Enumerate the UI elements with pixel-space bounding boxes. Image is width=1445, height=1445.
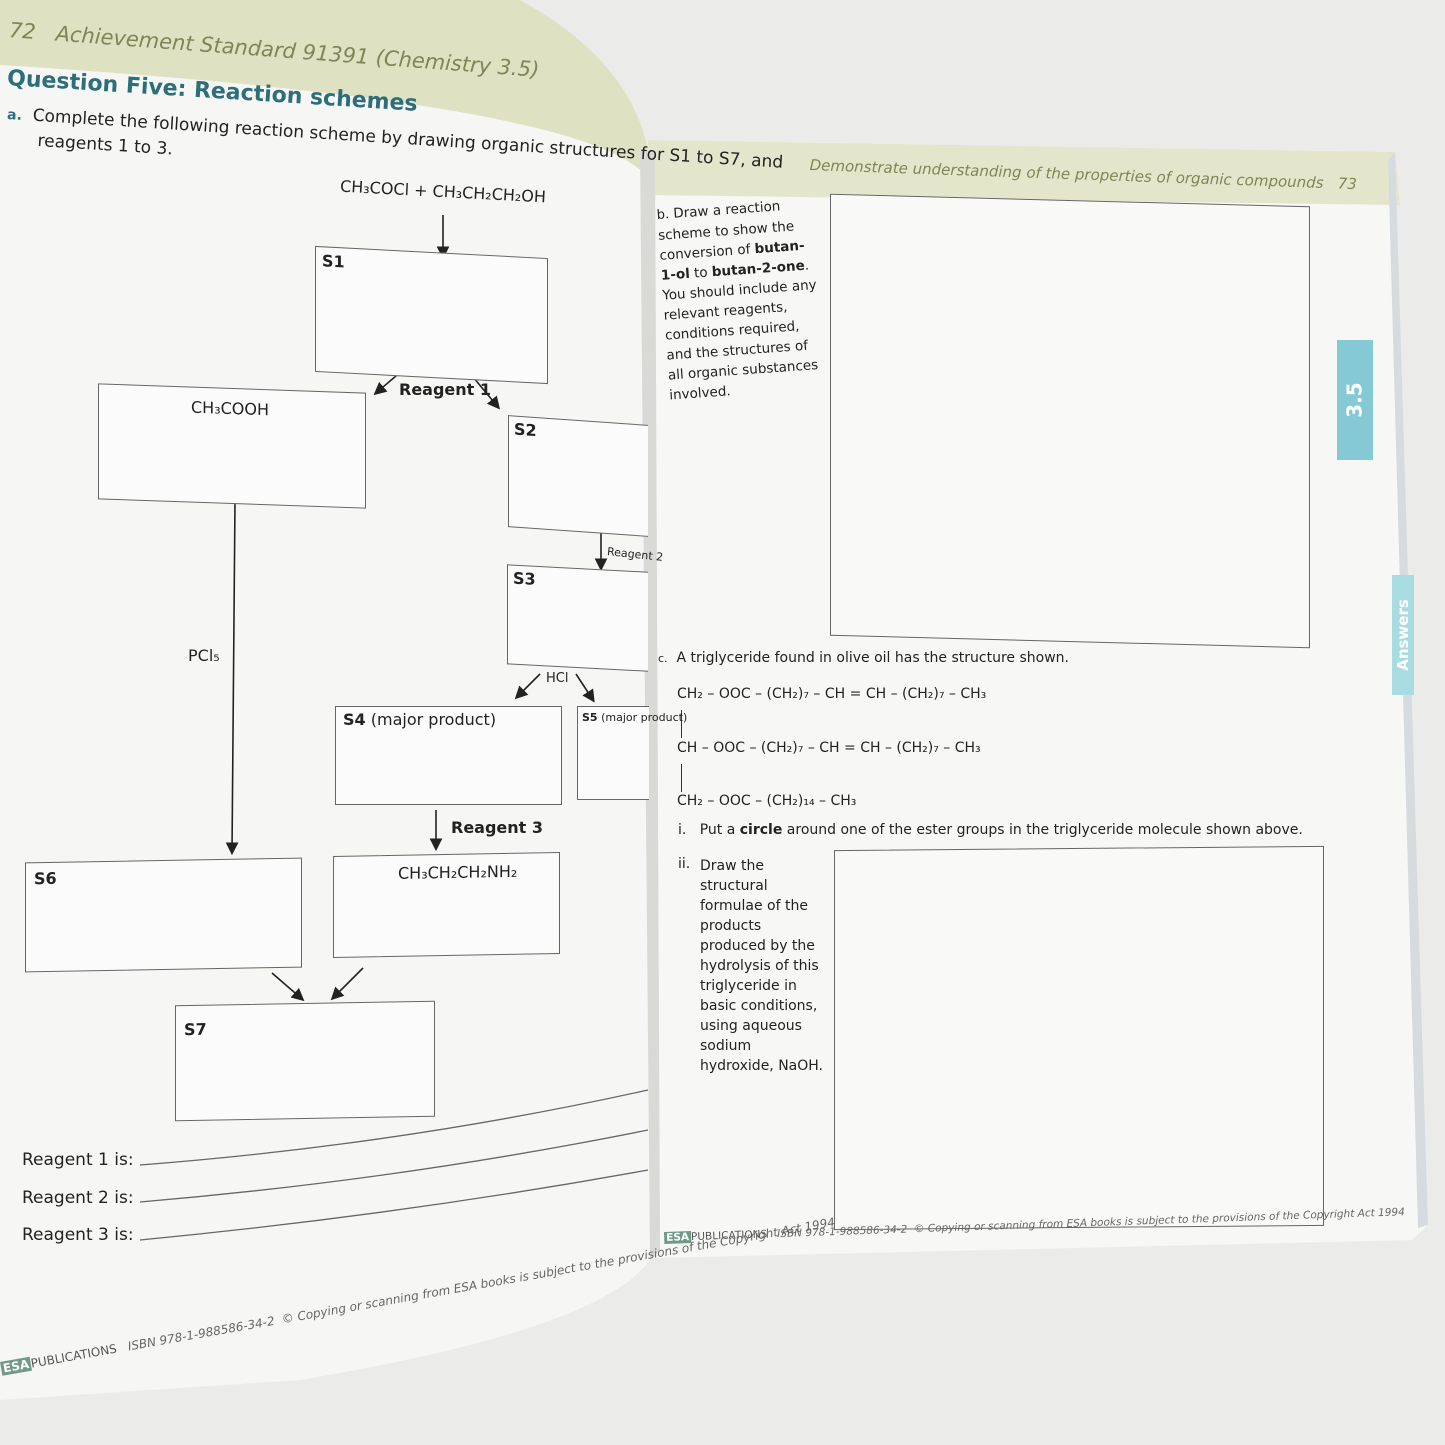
formula-line: CH₂ – OOC – (CH₂)₇ – CH = CH – (CH₂)₇ – … — [677, 686, 987, 702]
amine-label: CH₃CH₂CH₂NH₂ — [398, 861, 518, 883]
bold-term: circle — [739, 822, 783, 838]
formula-line: CH₂ – OOC – (CH₂)₁₄ – CH₃ — [677, 793, 857, 809]
s3-box[interactable]: S3 — [507, 564, 648, 672]
part-marker: c. — [658, 652, 668, 665]
esa-logo: ESA — [664, 1231, 692, 1244]
reagent-3-label: Reagent 3 — [451, 818, 544, 837]
s7-label: S7 — [184, 1019, 207, 1040]
pcl5-label: PCl₅ — [188, 646, 220, 665]
tab-answers[interactable]: Answers — [1392, 575, 1414, 695]
bond-line — [681, 764, 682, 792]
s5-box[interactable]: S5 (major product) — [577, 706, 687, 800]
s2-box[interactable]: S2 — [508, 415, 648, 537]
text: to — [689, 264, 713, 282]
s4-label: S4 — [343, 710, 366, 729]
bond-line — [681, 710, 682, 738]
reagent-3-answer-label: Reagent 3 is: — [22, 1225, 134, 1245]
part-marker: i. — [678, 822, 687, 838]
tab-label: 3.5 — [1343, 382, 1367, 418]
amine-box: CH₃CH₂CH₂NH₂ — [333, 852, 560, 958]
s5-note: (major product) — [601, 711, 688, 724]
part-c-ii-text: Draw the structural formulae of the prod… — [700, 858, 824, 1074]
s3-label: S3 — [513, 568, 536, 589]
part-c-ii-marker: ii. — [678, 856, 691, 872]
text: around one of the ester groups in the tr… — [782, 822, 1303, 838]
reagent-1-label: Reagent 1 — [399, 380, 492, 399]
part-c-ii-answer-box[interactable] — [834, 845, 1324, 1231]
s1-box[interactable]: S1 — [315, 245, 548, 385]
part-b-text: b. Draw a reaction scheme to show the co… — [656, 194, 830, 406]
bold-term: butan-2-one — [711, 257, 806, 281]
s5-label: S5 — [582, 711, 598, 724]
s6-label: S6 — [34, 868, 57, 889]
part-c-text: c. A triglyceride found in olive oil has… — [658, 650, 1069, 666]
s2-label: S2 — [514, 419, 537, 441]
part-c-i: i. Put a circle around one of the ester … — [678, 822, 1303, 838]
part-b-answer-box[interactable] — [830, 193, 1310, 649]
tab-3-5[interactable]: 3.5 — [1337, 340, 1373, 460]
text: Put a — [699, 822, 740, 838]
ch3cooh-label: CH₃COOH — [191, 397, 270, 420]
text: A triglyceride found in olive oil has th… — [676, 650, 1069, 666]
part-marker: b. — [656, 207, 670, 223]
s4-box[interactable]: S4 (major product) — [335, 706, 562, 805]
hcl-label: HCl — [546, 671, 569, 686]
reagent-1-answer-label: Reagent 1 is: — [22, 1150, 134, 1170]
ch3cooh-box: CH₃COOH — [98, 383, 366, 509]
reagent-2-answer-label: Reagent 2 is: — [22, 1188, 134, 1208]
page-number: 73 — [1337, 174, 1358, 194]
s1-label: S1 — [322, 251, 345, 272]
s4-note: (major product) — [370, 710, 497, 729]
formula-line: CH – OOC – (CH₂)₇ – CH = CH – (CH₂)₇ – C… — [677, 740, 981, 756]
s7-box[interactable]: S7 — [175, 1000, 435, 1122]
s6-box[interactable]: S6 — [25, 857, 302, 973]
tab-label: Answers — [1394, 599, 1413, 671]
